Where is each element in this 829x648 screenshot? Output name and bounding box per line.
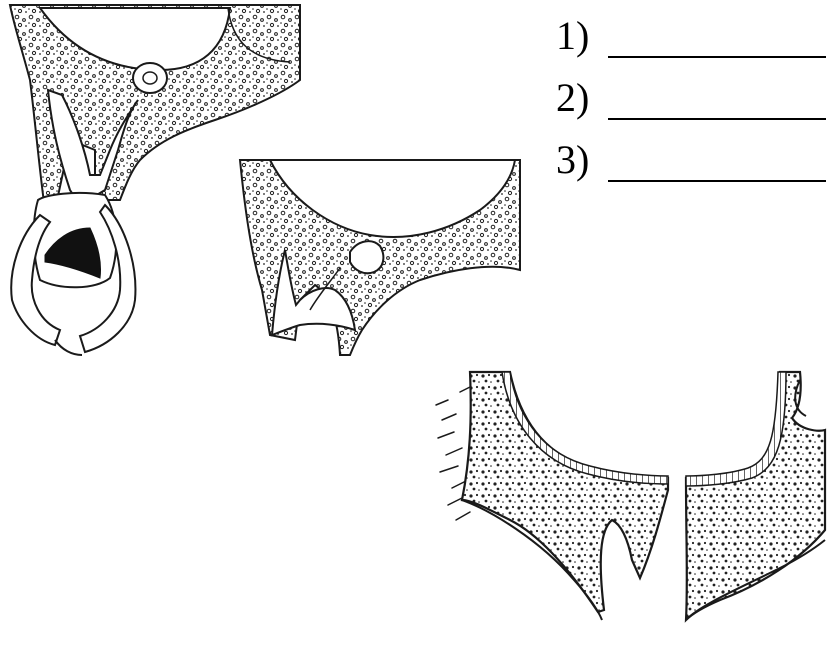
figure-2-socket-perforation [240,160,520,355]
sinus-perforation [350,241,383,273]
figure-3-oroantral-communication [436,372,825,620]
answer-row-3: 3) [556,132,826,194]
answer-number: 3) [556,136,589,184]
alveolar-bone-right [686,372,825,620]
alveolar-bone-left [462,372,668,612]
answer-row-2: 2) [556,70,826,132]
answer-blank[interactable] [608,180,826,182]
answer-list: 1) 2) 3) [556,8,826,194]
answer-number: 2) [556,74,589,122]
answer-number: 1) [556,12,589,60]
periapical-lesion [133,63,167,93]
answer-blank[interactable] [608,118,826,120]
answer-blank[interactable] [608,56,826,58]
answer-row-1: 1) [556,8,826,70]
